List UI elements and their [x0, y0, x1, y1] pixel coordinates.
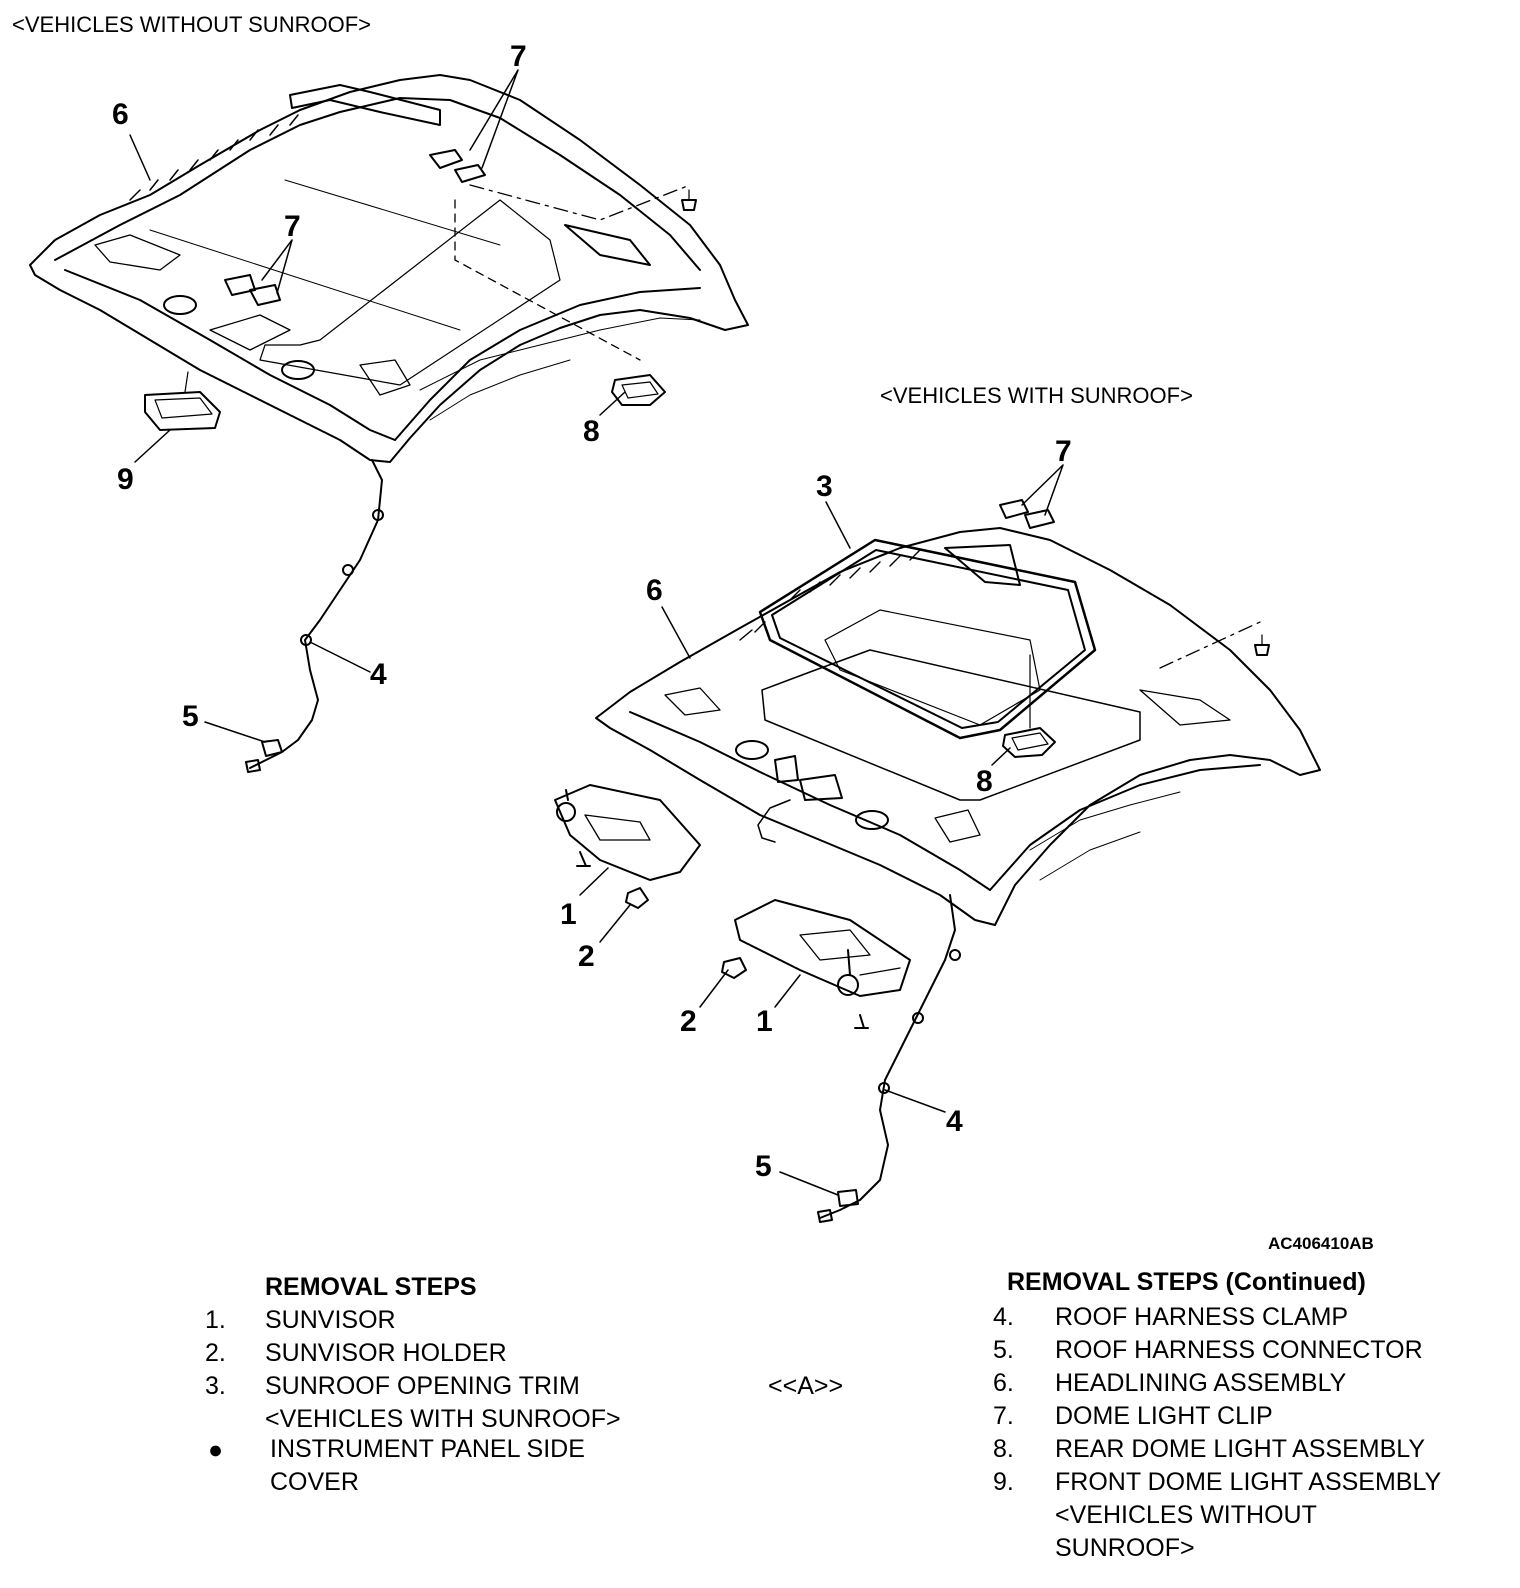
- step-number: 1.: [205, 1306, 226, 1334]
- leader-lines-left: [129, 69, 626, 743]
- header-with-sunroof: <VEHICLES WITH SUNROOF>: [880, 383, 1193, 408]
- step-number: 9.: [993, 1468, 1014, 1496]
- callout-8-right: 8: [976, 765, 993, 798]
- step-number: 7.: [993, 1402, 1014, 1430]
- removal-steps-continued-title: REMOVAL STEPS (Continued): [1007, 1268, 1366, 1296]
- callout-2-right-right-holder: 2: [680, 1005, 697, 1038]
- step-label: FRONT DOME LIGHT ASSEMBLY: [1055, 1468, 1442, 1496]
- figure-code: AC406410AB: [1268, 1234, 1374, 1253]
- headliner-without-sunroof: [29, 74, 749, 773]
- callout-5-left: 5: [182, 700, 199, 733]
- bullet-step-label-line1: INSTRUMENT PANEL SIDE: [270, 1435, 585, 1463]
- headliner-with-sunroof: [554, 499, 1321, 1223]
- callout-5-right: 5: [755, 1150, 772, 1183]
- step-label: REAR DOME LIGHT ASSEMBLY: [1055, 1435, 1426, 1463]
- step-label: HEADLINING ASSEMBLY: [1055, 1369, 1347, 1397]
- callout-7-right: 7: [1055, 435, 1072, 468]
- step-label: ROOF HARNESS CLAMP: [1055, 1303, 1349, 1331]
- removal-steps-title: REMOVAL STEPS: [265, 1273, 477, 1301]
- step-number: 6.: [993, 1369, 1014, 1397]
- callout-7-left-rear: 7: [510, 40, 527, 73]
- callout-6-left: 6: [112, 98, 129, 131]
- service-mark: <<A>>: [768, 1372, 844, 1400]
- callout-8-left: 8: [583, 415, 600, 448]
- step-number: 4.: [993, 1303, 1014, 1331]
- step-9-condition-line2: SUNROOF>: [1055, 1534, 1195, 1562]
- callout-6-right: 6: [646, 574, 663, 607]
- callout-1-right-left-visor: 1: [560, 898, 577, 931]
- step-label: DOME LIGHT CLIP: [1055, 1402, 1273, 1430]
- step-3-condition: <VEHICLES WITH SUNROOF>: [265, 1405, 621, 1433]
- step-number: 2.: [205, 1339, 226, 1367]
- step-number: 5.: [993, 1336, 1014, 1364]
- step-label: SUNVISOR: [265, 1306, 396, 1334]
- callout-9-left: 9: [117, 463, 134, 496]
- step-label: SUNROOF OPENING TRIM: [265, 1372, 580, 1400]
- callout-4-right: 4: [946, 1105, 963, 1138]
- step-9-condition-line1: <VEHICLES WITHOUT: [1055, 1501, 1317, 1529]
- callout-2-right-left-holder: 2: [578, 940, 595, 973]
- bullet-icon: ●: [208, 1436, 224, 1464]
- callout-4-left: 4: [370, 658, 387, 691]
- bullet-step-label-line2: COVER: [270, 1468, 359, 1496]
- callout-7-left-front: 7: [284, 210, 301, 243]
- step-number: 3.: [205, 1372, 226, 1400]
- callout-1-right-right-visor: 1: [756, 1005, 773, 1038]
- callout-3-right: 3: [816, 470, 833, 503]
- header-without-sunroof: <VEHICLES WITHOUT SUNROOF>: [12, 12, 371, 37]
- step-number: 8.: [993, 1435, 1014, 1463]
- leader-lines-right: [579, 464, 1064, 1196]
- step-label: SUNVISOR HOLDER: [265, 1339, 507, 1367]
- step-label: ROOF HARNESS CONNECTOR: [1055, 1336, 1423, 1364]
